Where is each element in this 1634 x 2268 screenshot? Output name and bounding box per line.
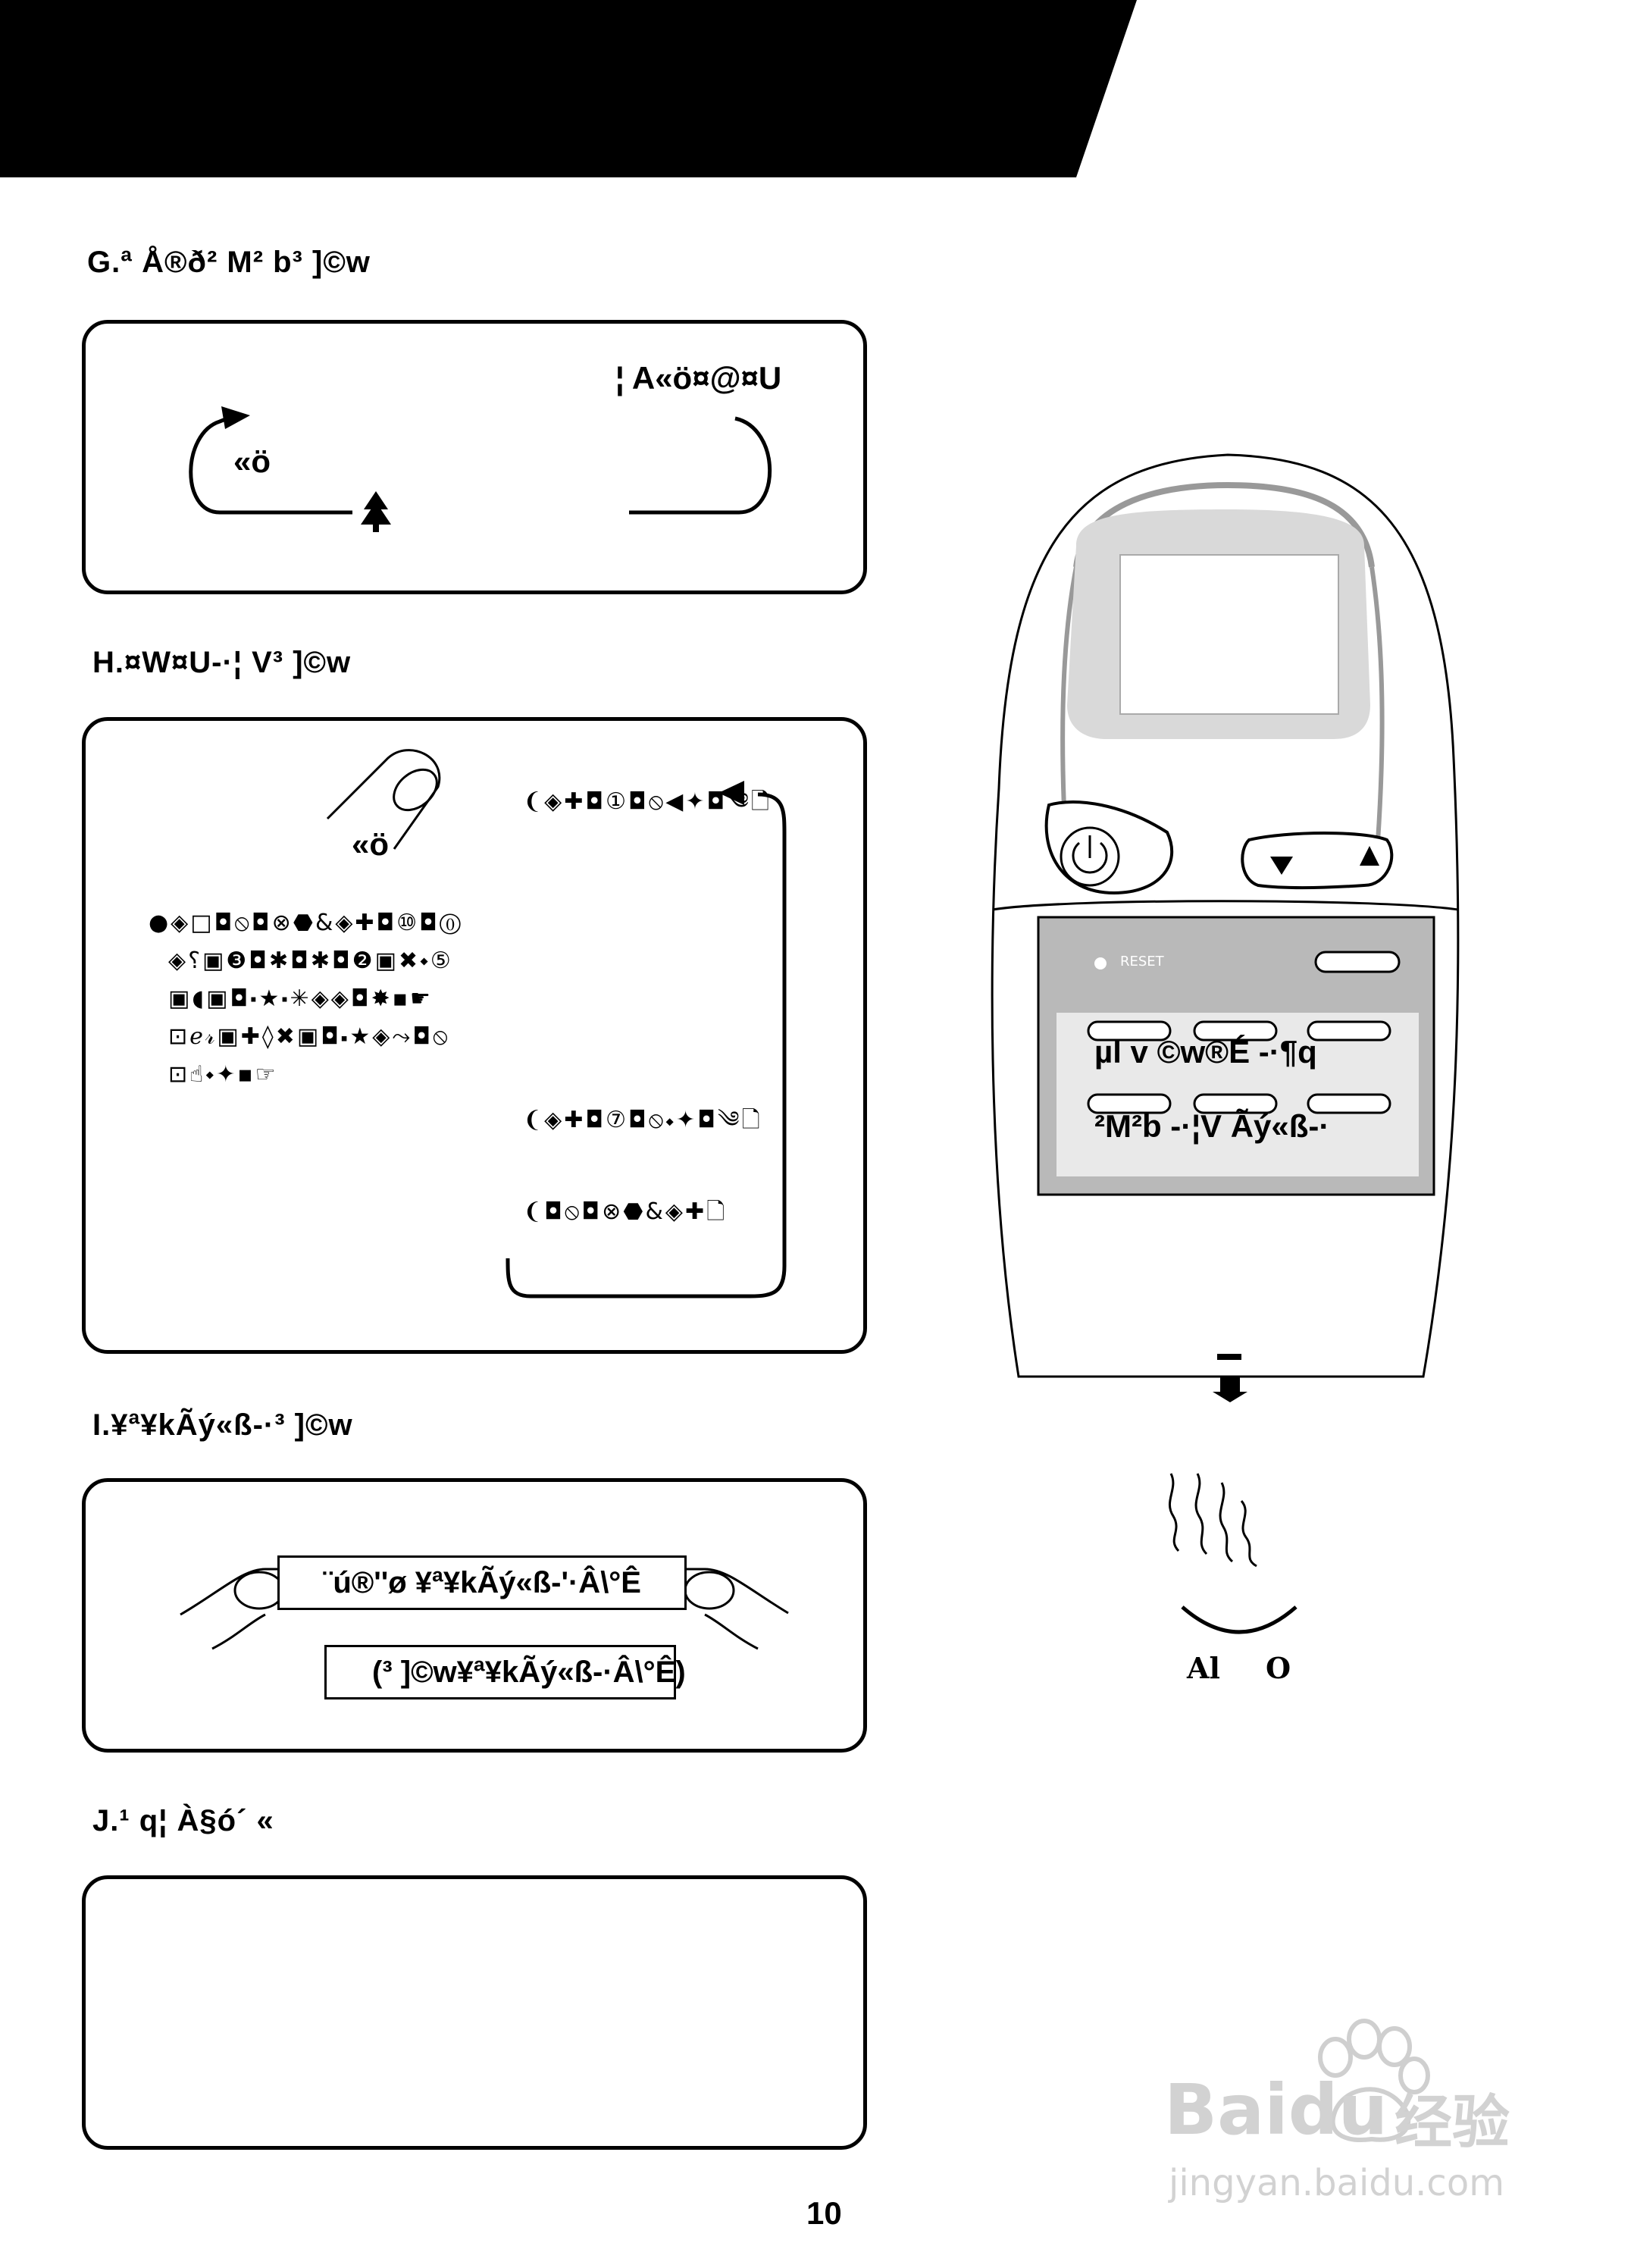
page-number: 10 — [806, 2195, 842, 2231]
watermark-brand: Baidu — [1164, 2069, 1388, 2151]
section-h-bullet-line: ⊡☝⬩✦▪☞ — [168, 1061, 278, 1088]
watermark-suffix: 经验 — [1395, 2088, 1510, 2156]
section-j-title: J.¹ q¦ À§ó´ « — [92, 1804, 274, 1837]
section-i-panel — [82, 1478, 867, 1753]
remote-keypad-row-2: ²M²b -·¦V Ãý«ß-· — [1094, 1108, 1330, 1144]
section-h-bullet-line: ⊡ℯ𝓇▣✚◊✖▣◘⬝★◈⤳◘⦸ — [168, 1023, 450, 1050]
remote-reset-label: RESET — [1120, 954, 1164, 970]
section-h-symbol-line-3: ❨◘⦸◘⊗⬣&◈✚🗋 — [523, 1198, 728, 1225]
section-i-box-2: (³ ]©w¥ª¥kÃý«ß-·Â\°Ê) — [324, 1645, 686, 1699]
watermark-url: jingyan.baidu.com — [1169, 2162, 1504, 2204]
section-g-title: G.ª Å®ð² M² b³ ]©w — [87, 246, 371, 279]
section-h-bullet-line: ●◈□◘⦸◘⊗⬣&◈✚◘⑩◘⓪ — [149, 910, 463, 936]
remote-keypad-row-1: µl v ©w®É -·¶q — [1094, 1034, 1317, 1070]
header-banner — [0, 0, 1137, 177]
remote-bottom-label-left: Al — [1187, 1651, 1220, 1685]
section-i-box-1: ¨ú®''ø ¥ª¥kÃý«ß-'·Â\°Ê — [277, 1555, 687, 1610]
section-h-bullet-line: ▣◖▣◘⬝★⬝✳◈◈◘✸▪☛ — [168, 985, 433, 1012]
remote-bottom-label-right: O — [1266, 1651, 1291, 1685]
section-h-press-label: «ö — [352, 826, 390, 862]
section-h-bullet-line: ◈⸮▣❸◘✱◘✱◘❷▣✖⬩⑤ — [168, 948, 453, 974]
section-i-title: I.¥ª¥kÃý«ß-·³ ]©w — [92, 1408, 353, 1442]
section-g-left-label: «ö — [233, 443, 271, 479]
section-h-title: H.¤W¤U-·¦ V³ ]©w — [92, 646, 352, 679]
section-h-panel — [82, 717, 867, 1354]
section-j-panel — [82, 1875, 867, 2150]
section-g-panel — [82, 320, 867, 594]
section-h-symbol-line-2: ❨◈✚◘⑦◘⦸⬩✦◘༄🗋 — [523, 1107, 762, 1133]
section-g-right-label: ¦ A«ö¤@¤U — [615, 360, 782, 396]
